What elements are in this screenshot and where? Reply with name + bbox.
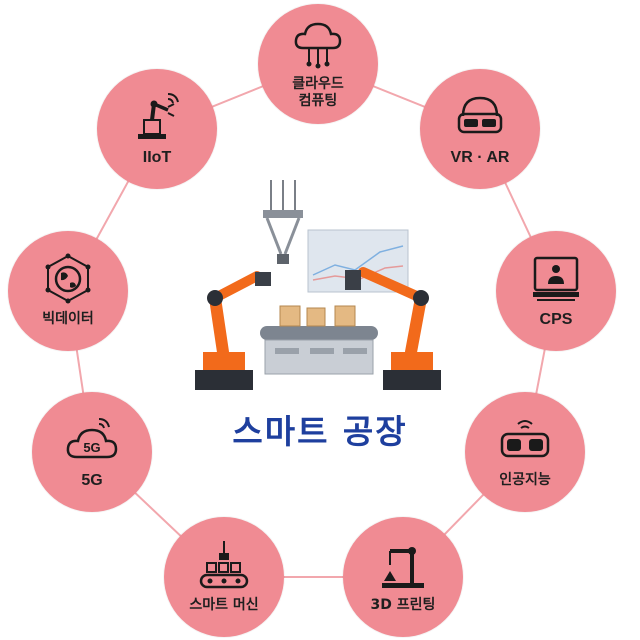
node-label: IIoT: [142, 149, 172, 166]
diagram-title: 스마트 공장: [232, 412, 408, 451]
node-cloud-computing: 클라우드 컴퓨팅: [258, 4, 378, 124]
node-5g: 5G 5G: [32, 392, 152, 512]
5g-cloud-icon: 5G: [66, 418, 118, 459]
cloud-network-icon: [294, 22, 342, 68]
node-label: 클라우드 컴퓨팅: [292, 75, 344, 110]
node-iiot: IIoT: [97, 69, 217, 189]
monitor-user-icon: [533, 256, 579, 301]
node-label: 3D 프린팅: [370, 597, 436, 614]
node-ai: 인공지능: [465, 392, 585, 512]
3d-printer-arm-icon: [382, 547, 424, 589]
node-label: 스마트 머신: [189, 597, 259, 614]
node-3d-printing: 3D 프린팅: [343, 517, 463, 637]
5g-icon-text: 5G: [83, 440, 100, 455]
node-label: 5G: [81, 472, 103, 489]
node-smart-machine: 스마트 머신: [164, 517, 284, 637]
smart-glasses-icon: [500, 420, 550, 458]
data-globe-icon: [45, 253, 91, 304]
vr-headset-icon: [457, 96, 503, 134]
robot-arm-wifi-icon: [138, 93, 179, 139]
node-label: 인공지능: [499, 472, 551, 489]
node-cps: CPS: [496, 231, 616, 351]
node-label: CPS: [539, 311, 573, 328]
node-label: VR · AR: [450, 149, 510, 166]
node-vr-ar: VR · AR: [420, 69, 540, 189]
factory-robot-illustration: [195, 180, 441, 390]
node-label: 빅데이터: [42, 311, 94, 328]
node-big-data: 빅데이터: [8, 231, 128, 351]
conveyor-machine-icon: [199, 541, 249, 589]
